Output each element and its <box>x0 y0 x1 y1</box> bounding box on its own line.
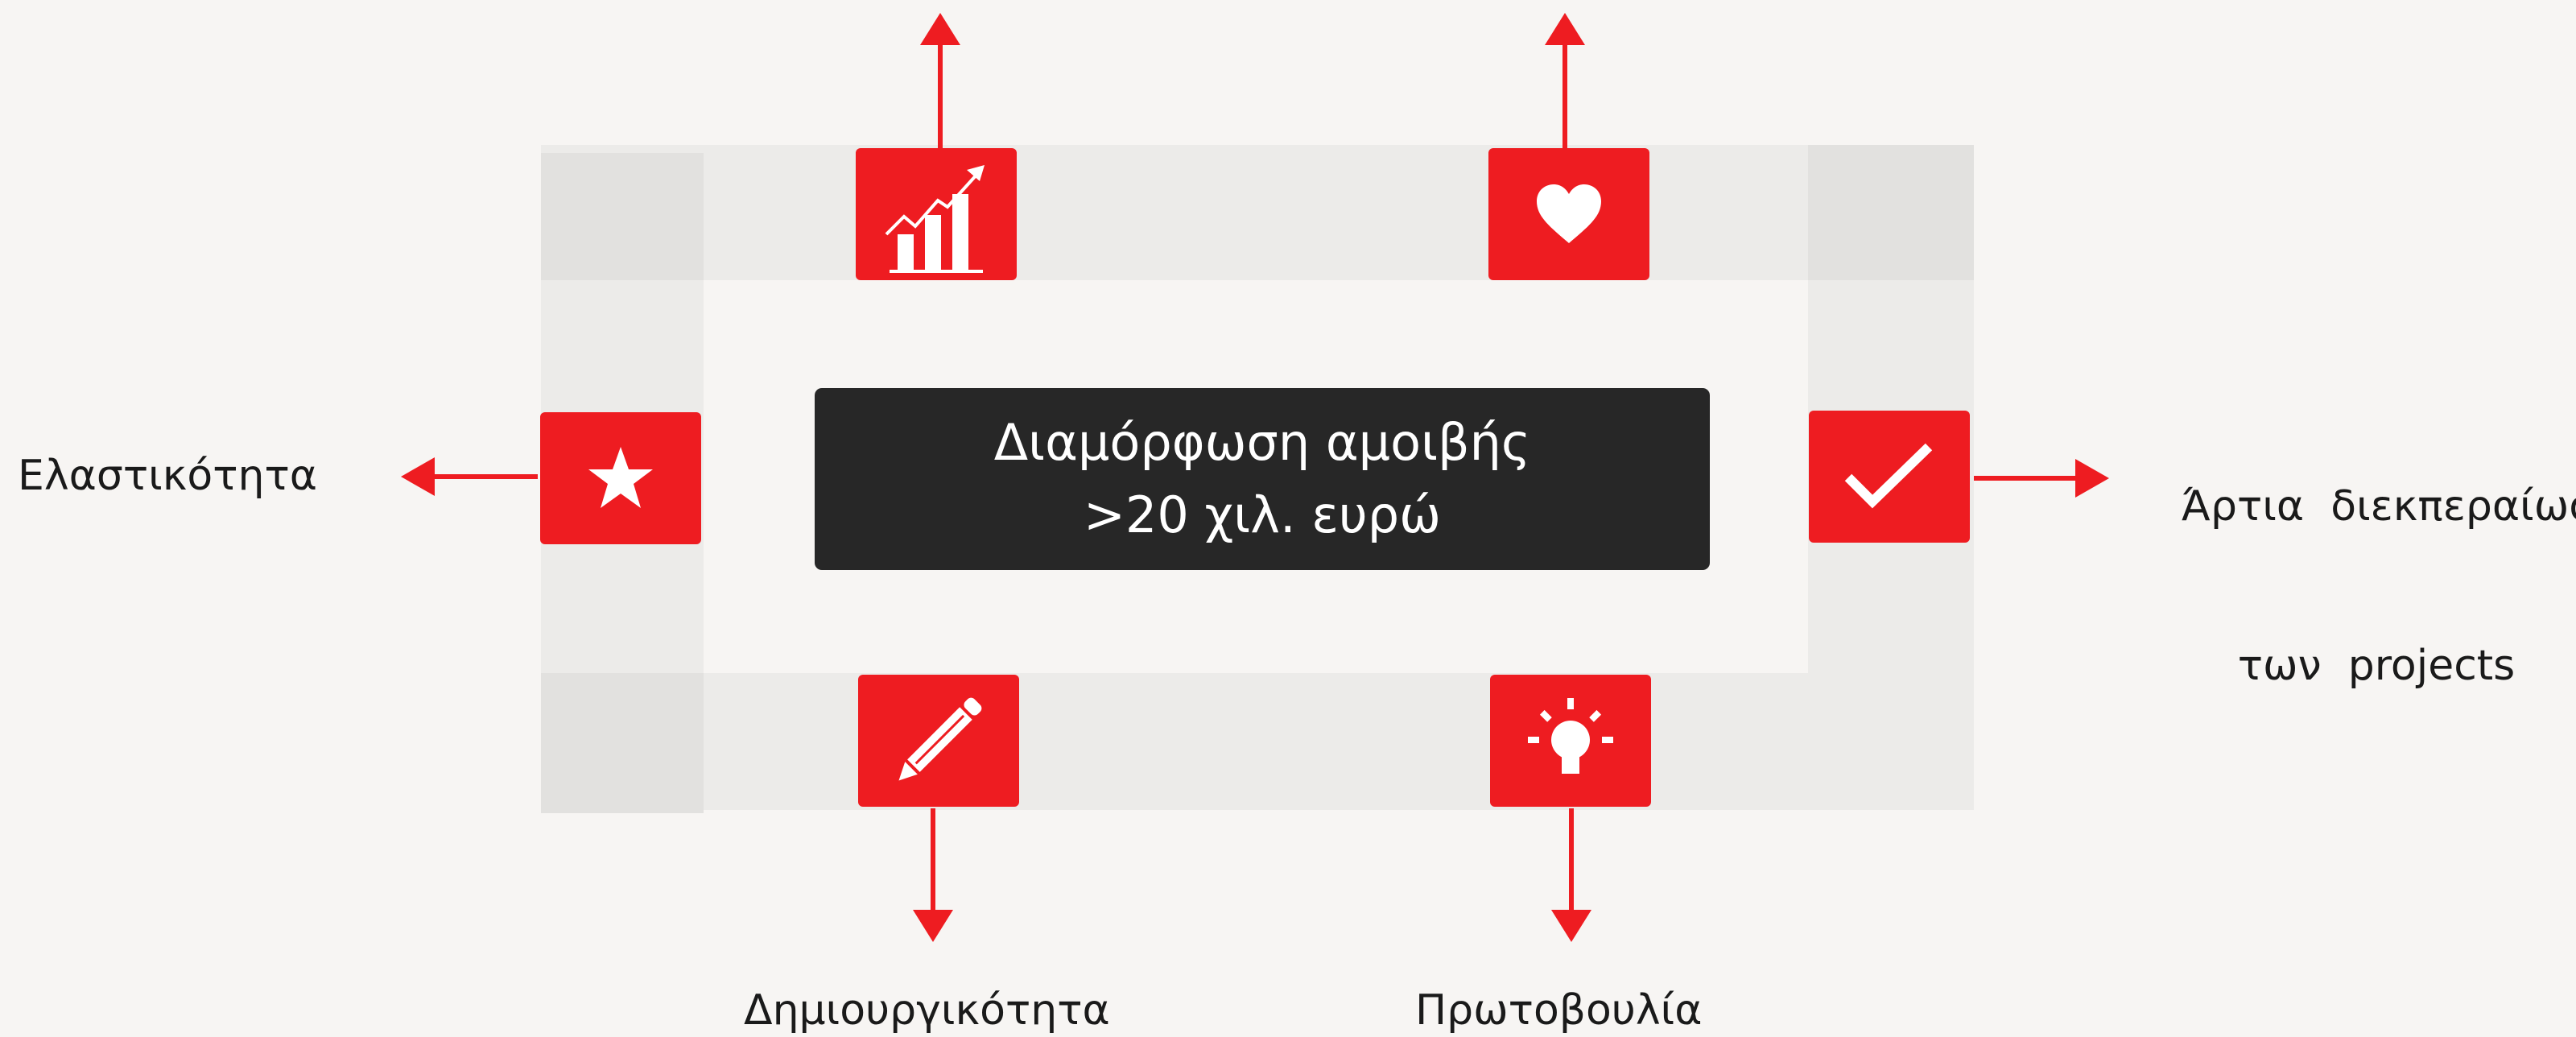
label-star: Ελαστικότητα <box>18 452 318 500</box>
frame-bottom-band <box>541 673 1974 810</box>
node-check <box>1809 411 1970 543</box>
label-pencil: Δημιουργικότητα <box>744 986 1110 1035</box>
pencil-icon <box>898 697 982 781</box>
label-check-line1: Άρτια διεκπεραίωση <box>2182 482 2576 531</box>
arrowhead-down <box>1551 910 1591 942</box>
frame-corner-top-left <box>541 153 704 280</box>
label-bulb: Πρωτοβουλία <box>1415 986 1703 1035</box>
node-pencil <box>858 675 1019 807</box>
node-heart <box>1488 148 1649 280</box>
frame-corner-top-right <box>1808 145 1974 280</box>
frame-corner-bottom-left <box>541 673 704 813</box>
node-bulb <box>1490 675 1651 807</box>
star-icon <box>588 447 653 508</box>
label-check-line2: των projects <box>2237 642 2516 690</box>
arrowhead-down <box>913 910 953 942</box>
node-star <box>540 412 701 544</box>
lightbulb-icon <box>1528 698 1613 774</box>
arrowhead-up <box>1545 13 1585 45</box>
frame-top-band <box>541 145 1974 280</box>
center-title-line1: Διαμόρφωση αμοιβής <box>993 413 1531 472</box>
heart-icon <box>1537 184 1601 243</box>
arrowhead-left <box>401 457 435 496</box>
arrowhead-right <box>2075 459 2109 498</box>
bar-chart-growth-icon <box>885 165 985 273</box>
checkmark-icon <box>1844 443 1933 509</box>
arrowhead-up <box>920 13 960 45</box>
label-check: Άρτια διεκπεραίωση των projects <box>2182 374 2576 746</box>
node-growth <box>856 148 1017 280</box>
center-title-line2: >20 χιλ. ευρώ <box>1083 485 1442 544</box>
center-compensation-box: Διαμόρφωση αμοιβής >20 χιλ. ευρώ <box>815 388 1710 570</box>
